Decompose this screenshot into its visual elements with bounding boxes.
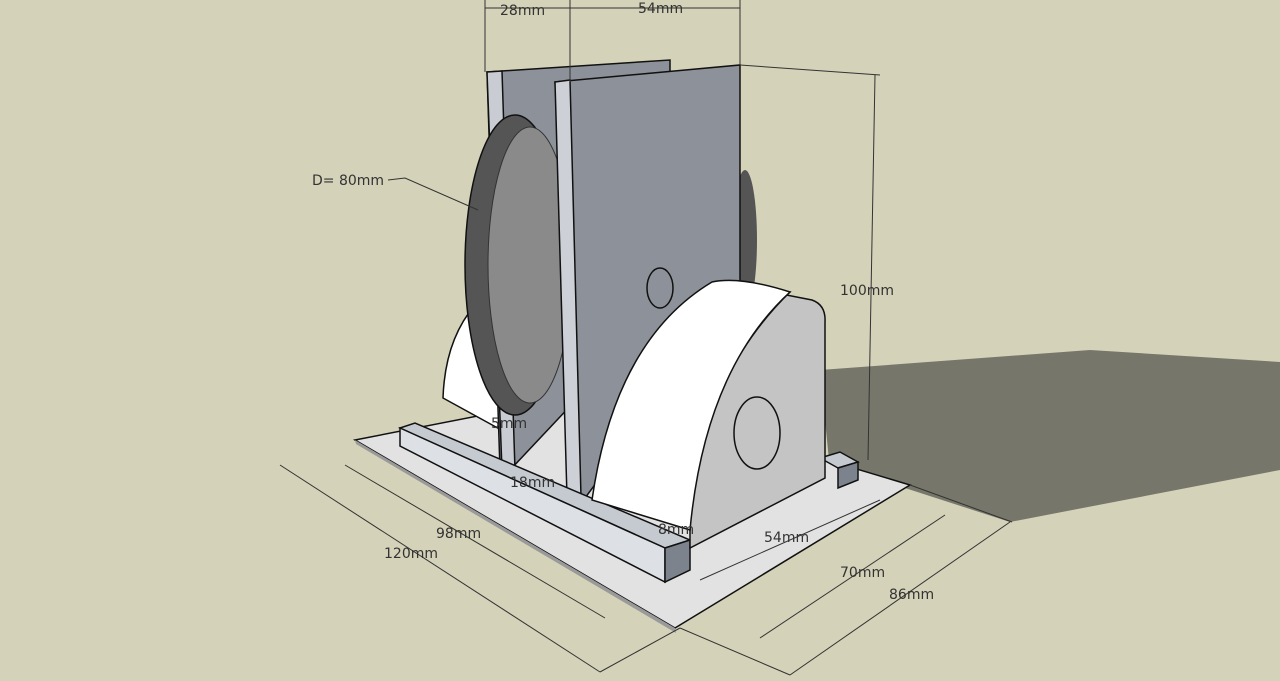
- dim-rail-height: 8mm: [658, 522, 694, 538]
- dim-plate-thickness: 5mm: [491, 416, 527, 432]
- dim-top-gap: 28mm: [500, 3, 545, 19]
- dim-inner-length: 98mm: [436, 526, 481, 542]
- dim-inner-gap: 18mm: [510, 475, 555, 491]
- dim-wheel-diameter: D= 80mm: [312, 173, 384, 189]
- dim-top-width: 54mm: [638, 1, 683, 17]
- dim-base-width: 86mm: [889, 587, 934, 603]
- axle-hole-block: [733, 396, 781, 470]
- right-support-block-face: [591, 279, 792, 531]
- dim-block-depth: 54mm: [764, 530, 809, 546]
- dim-height: 100mm: [840, 283, 894, 299]
- axle-hole-top: [646, 267, 674, 309]
- dimension-lines: [279, 0, 1013, 676]
- dim-base-length: 120mm: [384, 546, 438, 562]
- ground-shadow: [820, 350, 1280, 522]
- dim-inner-width: 70mm: [840, 565, 885, 581]
